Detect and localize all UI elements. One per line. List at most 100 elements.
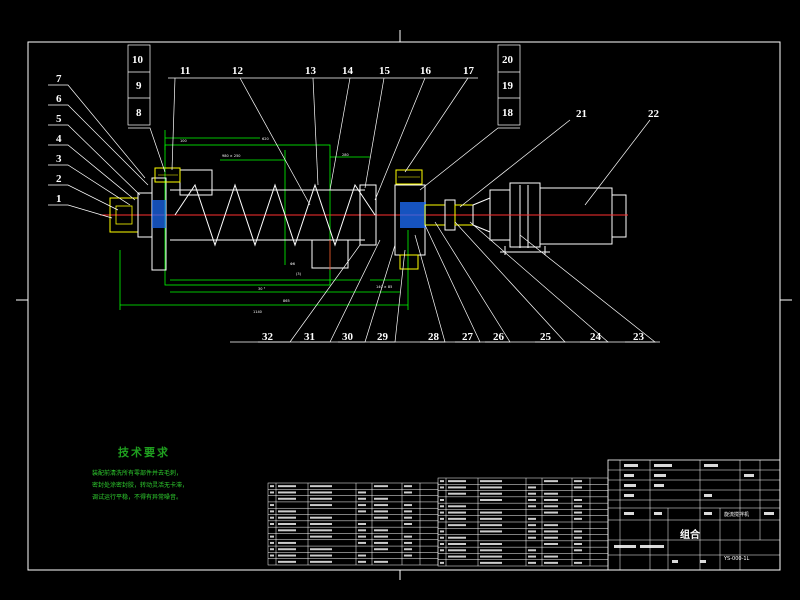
parts-list-cell-mark [270, 491, 274, 494]
title-block-entries [614, 464, 774, 563]
parts-list-cell-mark [270, 541, 274, 544]
parts-list-cell-mark [528, 499, 536, 501]
callout-28: 28 [428, 331, 440, 343]
parts-list-cell-mark [278, 491, 296, 494]
parts-list-cell-mark [358, 529, 366, 532]
svg-text:(3): (3) [296, 272, 302, 276]
callout-21: 21 [576, 108, 587, 120]
parts-list-cell-mark [448, 492, 466, 495]
parts-list-cell-mark [448, 480, 466, 483]
parts-list-cell-mark [574, 536, 582, 539]
parts-list-cell-mark [278, 548, 296, 551]
parts-list-cell-mark [358, 491, 366, 494]
parts-list-cell-mark [358, 535, 366, 538]
parts-list-cell-mark [358, 497, 366, 500]
technical-requirements-title: 技术要求 [118, 445, 170, 459]
parts-list-cell-mark [528, 549, 536, 552]
drawing-number: YS-000-1L [723, 556, 750, 562]
parts-list-cell-mark [404, 504, 412, 507]
parts-list-cell-mark [358, 504, 366, 507]
parts-list-cell-mark [528, 492, 536, 495]
svg-text:865: 865 [283, 299, 290, 303]
parts-list-cell-mark [448, 511, 466, 514]
sheet-border [27, 41, 781, 571]
parts-list-cell-mark [278, 510, 296, 513]
parts-list-cell-mark [528, 517, 536, 520]
parts-list-cell-mark [574, 517, 582, 520]
callout-24: 24 [590, 331, 602, 343]
inlet-hopper [179, 169, 213, 196]
parts-list-cell-mark [544, 543, 558, 545]
parts-list-cell-mark [440, 536, 444, 539]
callout-26: 26 [493, 331, 505, 343]
parts-list-cell-mark [480, 561, 502, 564]
parts-list-cell-mark [448, 505, 466, 508]
svg-text:1140: 1140 [253, 310, 262, 314]
callout-9: 9 [136, 80, 142, 92]
part-name: 旋流搅拌机 [724, 511, 749, 518]
parts-list-cell-mark [440, 486, 444, 489]
parts-list-cell-mark [270, 485, 274, 488]
parts-list-cell-mark [310, 504, 332, 507]
callout-boxes [127, 44, 660, 343]
svg-text:Φ6: Φ6 [290, 262, 295, 266]
parts-list-cell-mark [574, 486, 582, 489]
parts-list-cell-mark [480, 524, 502, 527]
parts-list-cell-mark [544, 555, 558, 558]
right-bearing-housing [359, 169, 491, 270]
parts-list-cell-mark [574, 530, 582, 533]
callout-4: 4 [56, 133, 62, 145]
parts-list-cell-mark [310, 535, 332, 538]
parts-list-cell-mark [404, 491, 412, 494]
parts-list-cell-mark [404, 554, 412, 557]
callout-numbers-group-b: 20 19 18 [502, 54, 514, 119]
parts-list-cell-mark [480, 492, 502, 495]
drawing-name: 组合 [680, 528, 701, 541]
callout-1: 1 [56, 193, 62, 205]
callout-13: 13 [305, 65, 317, 77]
callout-20: 20 [502, 54, 514, 66]
parts-list-cell-mark [480, 530, 502, 533]
parts-list-cell-mark [480, 486, 502, 489]
parts-list-cell-mark [310, 523, 332, 525]
parts-list-cell-mark [448, 517, 466, 520]
callout-8: 8 [136, 107, 142, 119]
parts-list-cell-mark [528, 486, 536, 489]
parts-list-cell-mark [278, 541, 296, 544]
svg-text:980 × 250: 980 × 250 [222, 154, 241, 158]
callout-29: 29 [377, 331, 389, 343]
parts-list-cell-mark [528, 561, 536, 564]
parts-list-cell-mark [480, 480, 502, 483]
parts-list-cell-mark [404, 523, 412, 525]
parts-list-cell-mark [310, 529, 332, 532]
parts-list-cell-mark [440, 530, 444, 533]
callout-27: 27 [462, 331, 474, 343]
parts-list-cell-mark [270, 548, 274, 551]
callout-16: 16 [420, 65, 432, 77]
callout-6: 6 [56, 93, 62, 105]
parts-list-cell-mark [440, 561, 444, 564]
parts-list-cell-mark [310, 554, 332, 557]
parts-list-cell-mark [270, 554, 274, 557]
parts-list-cell-mark [310, 497, 332, 500]
parts-list-cell-mark [574, 549, 582, 552]
parts-list-cell-mark [440, 517, 444, 520]
title-block: 组合 旋流搅拌机 YS-000-1L [607, 459, 781, 571]
parts-list-cell-mark [310, 485, 332, 488]
technical-requirements-line-1: 装配前清洗所有零部件并去毛刺， [92, 469, 182, 477]
callout-25: 25 [540, 331, 552, 343]
parts-list-cell-mark [480, 511, 502, 514]
callout-15: 15 [379, 65, 391, 77]
parts-list-cell-mark [278, 497, 296, 500]
parts-list-cell-mark [278, 523, 296, 525]
svg-text:30 °: 30 ° [258, 287, 266, 291]
parts-list-cell-mark [374, 535, 388, 538]
parts-list-cell-mark [480, 555, 502, 558]
parts-list-cell-mark [544, 480, 558, 483]
callout-12: 12 [232, 65, 244, 77]
technical-requirements: 技术要求 装配前清洗所有零部件并去毛刺， 密封处涂密封胶，转动灵活无卡滞， 调试… [92, 445, 188, 501]
parts-list-cell-mark [448, 536, 466, 539]
parts-list-cell-mark [480, 549, 502, 552]
parts-list-cell-mark [270, 516, 274, 519]
parts-list-cell-mark [448, 555, 466, 558]
